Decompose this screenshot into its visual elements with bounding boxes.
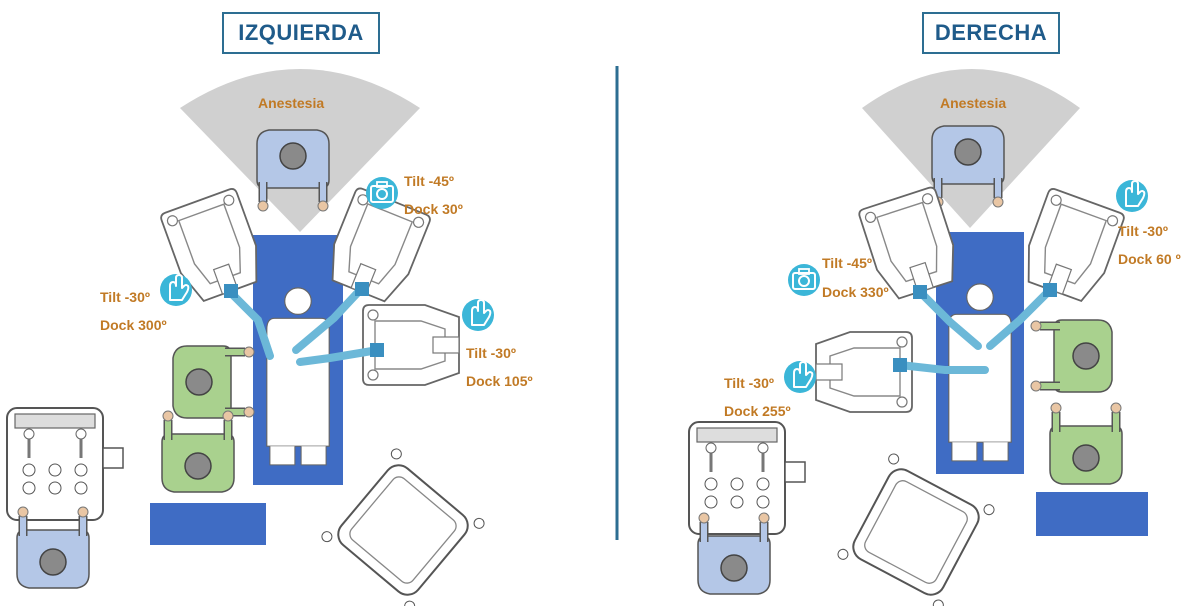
left-surgeon-console xyxy=(7,408,123,520)
right-diagram: Anestesia Tilt -45º Dock 330º xyxy=(689,69,1181,606)
left-arm3-tilt: Tilt -30º xyxy=(466,345,516,361)
right-assistant-2 xyxy=(1050,403,1122,484)
right-camera-tilt: Tilt -45º xyxy=(822,255,872,271)
right-instrument-table xyxy=(1036,492,1148,536)
right-arm3-tilt: Tilt -30º xyxy=(724,375,774,391)
left-vision-cart xyxy=(320,447,486,606)
left-camera-dock: Dock 30º xyxy=(404,201,463,217)
right-robot-arm-2-base xyxy=(1017,187,1125,305)
right-assistant-1 xyxy=(1031,320,1112,392)
left-assistant-1 xyxy=(173,346,254,418)
right-arm2-dock: Dock 60 º xyxy=(1118,251,1181,267)
left-camera-tilt: Tilt -45º xyxy=(404,173,454,189)
left-arm1-dock: Dock 300º xyxy=(100,317,167,333)
left-diagram: Anestesia xyxy=(7,69,533,606)
left-anesthesia-label: Anestesia xyxy=(258,95,324,111)
right-camera-dock: Dock 330º xyxy=(822,284,889,300)
left-arm3-dock: Dock 105º xyxy=(466,373,533,389)
left-assistant-2 xyxy=(162,411,234,492)
left-arm1-tilt: Tilt -30º xyxy=(100,289,150,305)
right-arm3-dock: Dock 255º xyxy=(724,403,791,419)
left-instrument-table xyxy=(150,503,266,545)
right-vision-cart xyxy=(836,452,996,606)
right-arm2-tilt: Tilt -30º xyxy=(1118,223,1168,239)
right-anesthesia-label: Anestesia xyxy=(940,95,1006,111)
